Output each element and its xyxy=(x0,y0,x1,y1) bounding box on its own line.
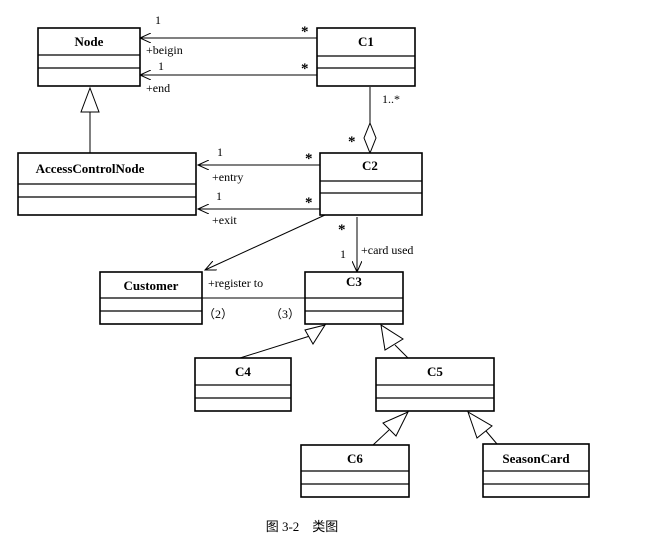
generalization-c5-c3-line xyxy=(394,344,409,359)
generalization-c5-c3-arrow xyxy=(380,323,404,351)
class-c5-name: C5 xyxy=(427,364,443,379)
class-c2: C2 xyxy=(319,152,423,216)
end-c1-multiplicity: * xyxy=(301,61,309,77)
class-season-card: SeasonCard xyxy=(482,443,590,498)
class-c4: C4 xyxy=(194,357,292,412)
generalization-c4-c3-line xyxy=(239,334,314,359)
class-access-control-node-name: AccessControlNode xyxy=(36,161,145,176)
begin-role-label: +beigin xyxy=(146,43,183,57)
class-node: Node xyxy=(37,27,141,87)
class-c1: C1 xyxy=(316,27,416,87)
exit-acn-multiplicity: 1 xyxy=(216,189,222,203)
generalization-c6-c5-arrow xyxy=(382,410,410,437)
register-to-role-label: +register to xyxy=(208,276,263,290)
blank-3-label: （3） xyxy=(270,307,300,321)
aggregation-c2-multiplicity: * xyxy=(348,134,356,150)
class-customer: Customer xyxy=(99,271,203,325)
class-c5: C5 xyxy=(375,357,495,412)
assoc-c2-customer-line xyxy=(205,214,326,270)
blank-2-label: （2） xyxy=(203,307,233,321)
exit-role-label: +exit xyxy=(212,213,237,227)
entry-c2-multiplicity: * xyxy=(305,151,313,167)
aggregation-c1-multiplicity: 1..* xyxy=(382,92,400,106)
class-c1-name: C1 xyxy=(358,34,374,49)
exit-c2-multiplicity: * xyxy=(305,195,313,211)
card-used-role-label: +card used xyxy=(361,243,413,257)
card-used-c3-multiplicity: 1 xyxy=(340,247,346,261)
class-node-name: Node xyxy=(75,34,104,49)
figure-caption: 图 3-2 类图 xyxy=(266,519,339,534)
generalization-c6-c5-line xyxy=(372,429,390,446)
class-c3: C3 xyxy=(304,271,404,325)
class-season-card-name: SeasonCard xyxy=(502,451,570,466)
entry-acn-multiplicity: 1 xyxy=(217,145,223,159)
end-node-multiplicity: 1 xyxy=(158,59,164,73)
card-used-c2-multiplicity: * xyxy=(338,222,346,238)
class-c6: C6 xyxy=(300,444,410,498)
generalization-c4-c3-arrow xyxy=(304,324,327,345)
begin-node-multiplicity: 1 xyxy=(155,13,161,27)
begin-c1-multiplicity: * xyxy=(301,24,309,40)
entry-role-label: +entry xyxy=(212,170,243,184)
class-access-control-node: AccessControlNode xyxy=(17,152,197,216)
end-role-label: +end xyxy=(146,81,170,95)
generalization-seasoncard-c5-line xyxy=(485,430,498,445)
class-c6-name: C6 xyxy=(347,451,363,466)
generalization-acn-node-arrow xyxy=(80,86,100,113)
generalization-seasoncard-c5-arrow xyxy=(467,410,493,439)
class-customer-name: Customer xyxy=(124,278,179,293)
class-c4-name: C4 xyxy=(235,364,251,379)
aggregation-diamond xyxy=(363,121,377,155)
class-c3-name: C3 xyxy=(346,274,362,289)
class-c2-name: C2 xyxy=(362,158,378,173)
